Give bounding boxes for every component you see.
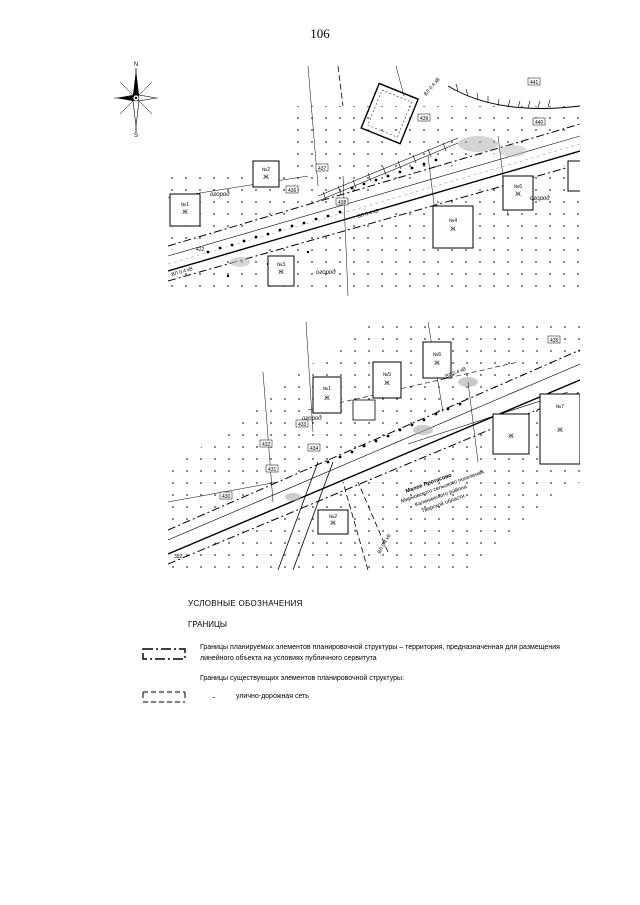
map2-picket-433: 433	[298, 422, 307, 428]
map1-garden-label-3: огород	[530, 196, 550, 202]
map2-picket-431: 431	[268, 467, 277, 473]
map1-powerline-label-3: ВЛ 0.4 кВ	[423, 76, 442, 97]
map2-house-number-7: №7	[556, 404, 564, 410]
map1-house-number-2: №2	[262, 167, 270, 173]
legend-dash: –	[212, 693, 216, 701]
map2-house-label-3: Ж	[434, 361, 440, 367]
map2-house-number-5: №5	[383, 372, 391, 378]
map1-picket-438: 438	[338, 200, 347, 206]
map1-picket-437: 437	[318, 166, 327, 172]
compass-south-label: S	[134, 133, 138, 138]
map2-house-number-2: №2	[329, 514, 337, 520]
map1-house-number-3: №3	[277, 262, 285, 268]
map2-picket-435: 435	[550, 338, 559, 344]
map2-house-label-6: Ж	[330, 521, 336, 527]
legend-section-title: ГРАНИЦЫ	[188, 620, 227, 629]
map1-house-label-3: Ж	[278, 270, 284, 276]
map1-house-number-6: №6	[514, 184, 522, 190]
compass-north-label: N	[134, 62, 138, 68]
map1-house-label-2: Ж	[263, 175, 269, 181]
legend-title: УСЛОВНЫЕ ОБОЗНАЧЕНИЯ	[188, 599, 303, 608]
road-line	[168, 150, 580, 272]
compass-rose-icon: N S	[114, 62, 158, 138]
map1-picket-441: 441	[530, 80, 539, 86]
map2-picket-430: 430	[222, 494, 231, 500]
map2-house-label-5: Ж	[557, 428, 563, 434]
map2-house-number-6: №6	[433, 352, 441, 358]
page-number: 106	[310, 26, 330, 41]
legend-item-street-network: улично-дорожная сеть	[236, 693, 309, 700]
map2-house-label-2: Ж	[384, 381, 390, 387]
road-line-2	[168, 379, 580, 555]
map1-picket-422: 422	[196, 247, 205, 253]
legend-item-planned-boundary: Границы планируемых элементов планировоч…	[200, 644, 560, 662]
map1-house-label-4: Ж	[450, 227, 456, 233]
map-fragment-1: Ж №1 Ж №2 Ж №3 Ж №4 Ж №6 436 437 438 439…	[168, 66, 580, 296]
map1-house-number-1: №1	[181, 202, 189, 208]
map1-powerline-label-2: ВЛ 0.4 кВ	[357, 208, 380, 220]
map1-picket-440: 440	[535, 120, 544, 126]
map2-picket-432: 432	[262, 442, 271, 448]
map1-garden-label-2: огород	[316, 270, 336, 276]
map-fragment-2: Ж №1 Ж №5 Ж №6 Ж Ж №7 Ж №2 433 434 435 4…	[168, 322, 580, 570]
map1-picket-436: 436	[288, 188, 297, 194]
map2-house-label-4: Ж	[508, 434, 514, 440]
map1-house-label-1: Ж	[182, 210, 188, 216]
map1-picket-439: 439	[420, 116, 429, 122]
map1-powerline-label-1: ВЛ 0.4 кВ	[171, 266, 194, 278]
map2-picket-392: 392	[174, 554, 183, 560]
map1-house-label-5: Ж	[515, 192, 521, 198]
map2-garden-label: огород	[302, 416, 322, 422]
legend-planned-boundary-symbol	[142, 648, 186, 660]
map1-garden-label-1: огород	[210, 192, 230, 198]
legend-existing-boundary-symbol	[142, 691, 186, 703]
map2-house-label-1: Ж	[324, 396, 330, 402]
map2-picket-434: 434	[310, 446, 319, 452]
map1-house-number-4: №4	[449, 218, 457, 224]
legend-item-existing-header: Границы существующих элементов планирово…	[200, 675, 405, 682]
map2-house-number-1: №1	[323, 386, 331, 392]
